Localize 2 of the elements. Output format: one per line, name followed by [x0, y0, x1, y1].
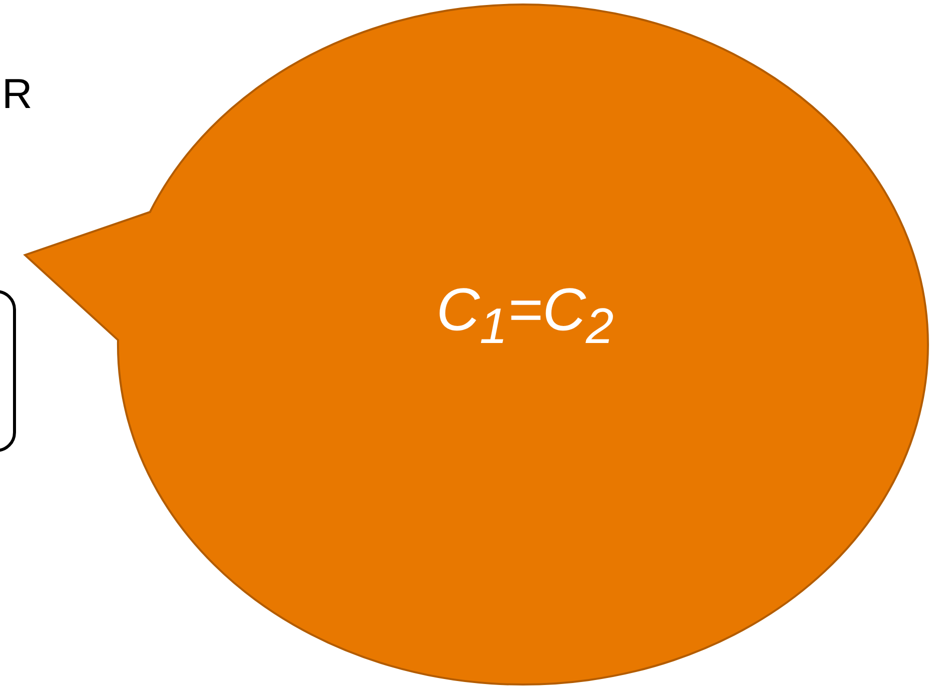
formula-text: C$_{1}$=C$_{2}$	[435, 275, 615, 356]
label-text: R	[2, 70, 32, 118]
